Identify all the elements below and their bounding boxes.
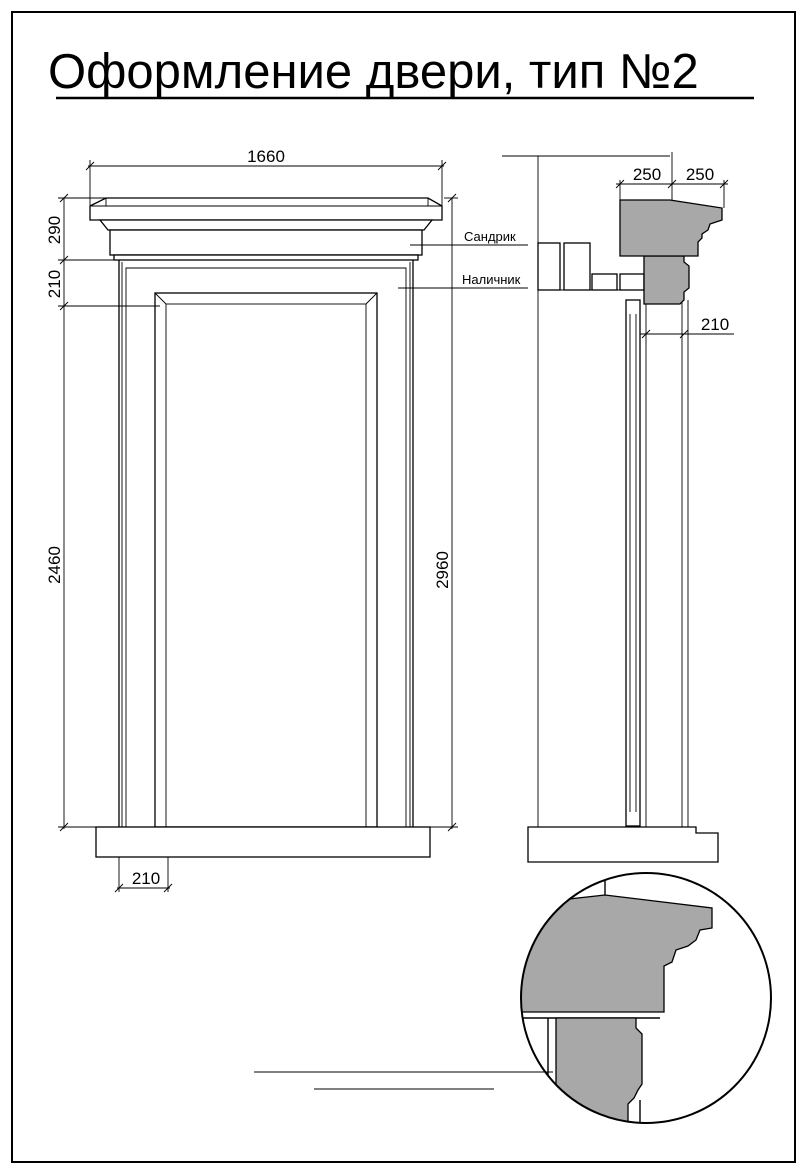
dim-total-height: 2960 [433, 551, 452, 589]
detail-callout [521, 873, 771, 1123]
front-dimensions: 1660 290 210 2460 2960 210 Сандрик Налич… [45, 147, 528, 893]
side-sandrik-profile [619, 199, 723, 257]
door-plinth [95, 826, 431, 858]
dim-side-sandrik-b: 250 [686, 165, 714, 184]
detail-circle [520, 872, 772, 1124]
dim-overall-width: 1660 [247, 147, 285, 166]
sandrik-base [109, 229, 423, 256]
drawing-title: Оформление двери, тип №2 [48, 45, 699, 99]
sandrik-cornice [89, 197, 443, 221]
dim-side-sandrik-a: 250 [633, 165, 661, 184]
side-plinth [527, 826, 719, 863]
side-nalichnik-profile [643, 255, 690, 305]
dim-nalichnik-width: 210 [132, 869, 160, 888]
sandrik-frieze [98, 219, 434, 231]
door-opening-outer [154, 292, 378, 828]
dim-sandrik-height: 290 [45, 216, 64, 244]
nalichnik-outer [118, 260, 414, 827]
label-sandrik: Сандрик [464, 229, 516, 244]
dim-nalichnik-top: 210 [45, 270, 64, 298]
dim-opening-height: 2460 [45, 546, 64, 584]
sheet-frame [11, 11, 796, 1163]
label-nalichnik: Наличник [462, 272, 521, 287]
front-elevation [89, 197, 443, 858]
side-section: 250 250 210 [502, 152, 734, 863]
dim-side-nalichnik: 210 [701, 315, 729, 334]
